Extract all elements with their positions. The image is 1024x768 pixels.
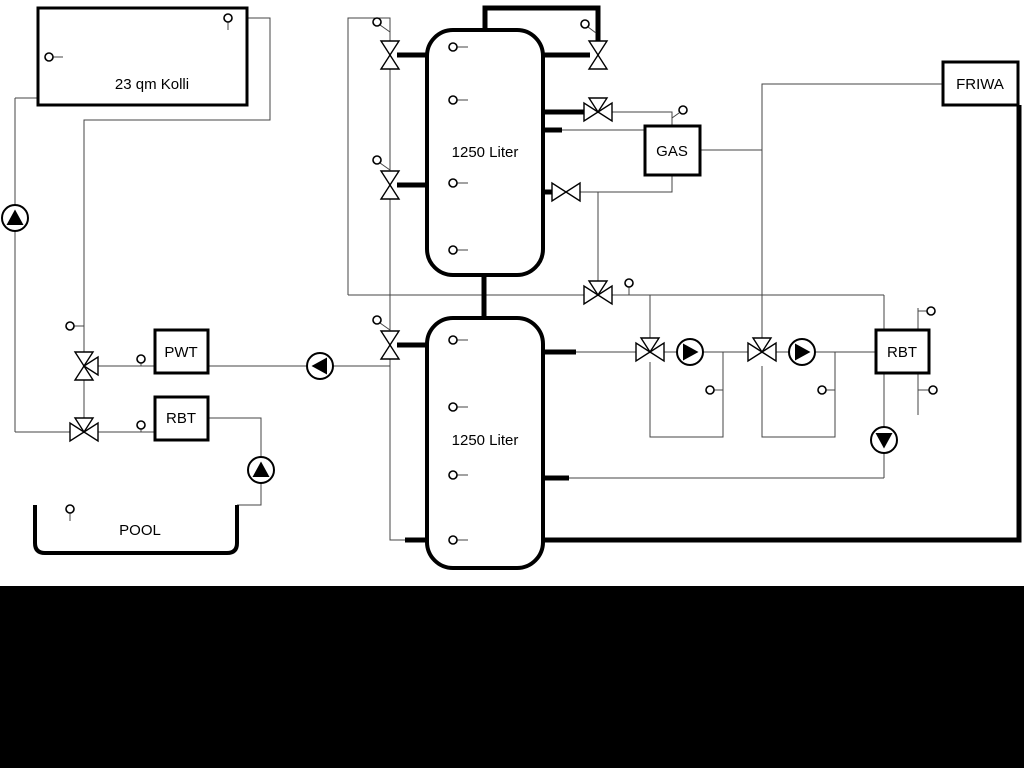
- rbt-left-unit: RBT: [153, 395, 210, 442]
- sensor-icon: [448, 178, 458, 188]
- sensor-icon: [448, 335, 458, 345]
- sensor-tails: [53, 22, 929, 541]
- sensor-icon: [448, 245, 458, 255]
- tank-lower-body: [425, 316, 545, 570]
- friwa-pipes: [700, 83, 943, 338]
- sensor-icon: [580, 19, 590, 29]
- bottom-black-bar: [0, 586, 1024, 768]
- buffer-tank-lower: 1250 Liter: [425, 316, 545, 570]
- collector-box: [36, 6, 249, 107]
- sensor-icon: [817, 385, 827, 395]
- rbt-left-box: [153, 395, 210, 442]
- pwt-label: PWT: [164, 344, 197, 361]
- friwa-label: FRIWA: [956, 76, 1004, 93]
- sensor-icon: [65, 321, 75, 331]
- sensor-icon: [678, 105, 688, 115]
- solar-pump-icon: [1, 204, 29, 232]
- pwt-pool-circuit-pipes: [208, 365, 390, 506]
- pwt-charge-pump-icon: [306, 352, 334, 380]
- rbt-left-label: RBT: [166, 410, 196, 427]
- sensor-icon: [448, 402, 458, 412]
- sensor-icon: [372, 17, 382, 27]
- sensor-icon: [65, 504, 75, 514]
- tank-upper-label: 1250 Liter: [452, 144, 519, 161]
- distribution-pipes: [348, 294, 919, 479]
- solar-circuit-pipes: [14, 17, 271, 433]
- rbt-return-pump-icon: [870, 426, 898, 454]
- heat-exchanger-pwt: PWT: [153, 328, 210, 375]
- rbt-right-box: [874, 328, 931, 375]
- sensor-icon: [926, 306, 936, 316]
- pwt-box: [153, 328, 210, 375]
- gas-boiler: GAS: [643, 124, 702, 177]
- sensor-icon: [44, 52, 54, 62]
- buffer-tank-upper: 1250 Liter: [425, 28, 545, 277]
- gas-label: GAS: [656, 143, 688, 160]
- friwa-return-pipe: [543, 105, 1022, 543]
- rbt-right-unit: RBT: [874, 328, 931, 375]
- heating-pump-1-icon: [676, 338, 704, 366]
- sensor-icon: [223, 13, 233, 23]
- sensor-icon: [624, 278, 634, 288]
- gas-box: [643, 124, 702, 177]
- tank-left-riser-pipes: [347, 17, 405, 541]
- tank-lower-label: 1250 Liter: [452, 432, 519, 449]
- pool-label: POOL: [119, 522, 161, 539]
- sensor-icon: [448, 535, 458, 545]
- tank-feed-pipe-top: [482, 5, 601, 42]
- collector-label: 23 qm Kolli: [115, 76, 189, 93]
- pool-basin: POOL: [33, 505, 239, 555]
- heating-pump-2-icon: [788, 338, 816, 366]
- gas-circuit-pipes: [560, 111, 673, 281]
- tank-upper-body: [425, 28, 545, 277]
- sensor-icon: [448, 95, 458, 105]
- tank-stub-pipes: [397, 52, 590, 543]
- pool-outline: [33, 505, 239, 555]
- sensor-icon: [448, 470, 458, 480]
- sensor-icon: [928, 385, 938, 395]
- sensor-icon: [136, 354, 146, 364]
- sensor-icon: [705, 385, 715, 395]
- rbt-right-label: RBT: [887, 344, 917, 361]
- pool-pump-icon: [247, 456, 275, 484]
- sensor-icon: [372, 315, 382, 325]
- sensor-icon: [136, 420, 146, 430]
- solar-collector: 23 qm Kolli: [36, 6, 249, 107]
- friwa-box: [941, 60, 1020, 107]
- friwa-station: FRIWA: [941, 60, 1020, 107]
- sensor-icon: [372, 155, 382, 165]
- sensor-icon: [448, 42, 458, 52]
